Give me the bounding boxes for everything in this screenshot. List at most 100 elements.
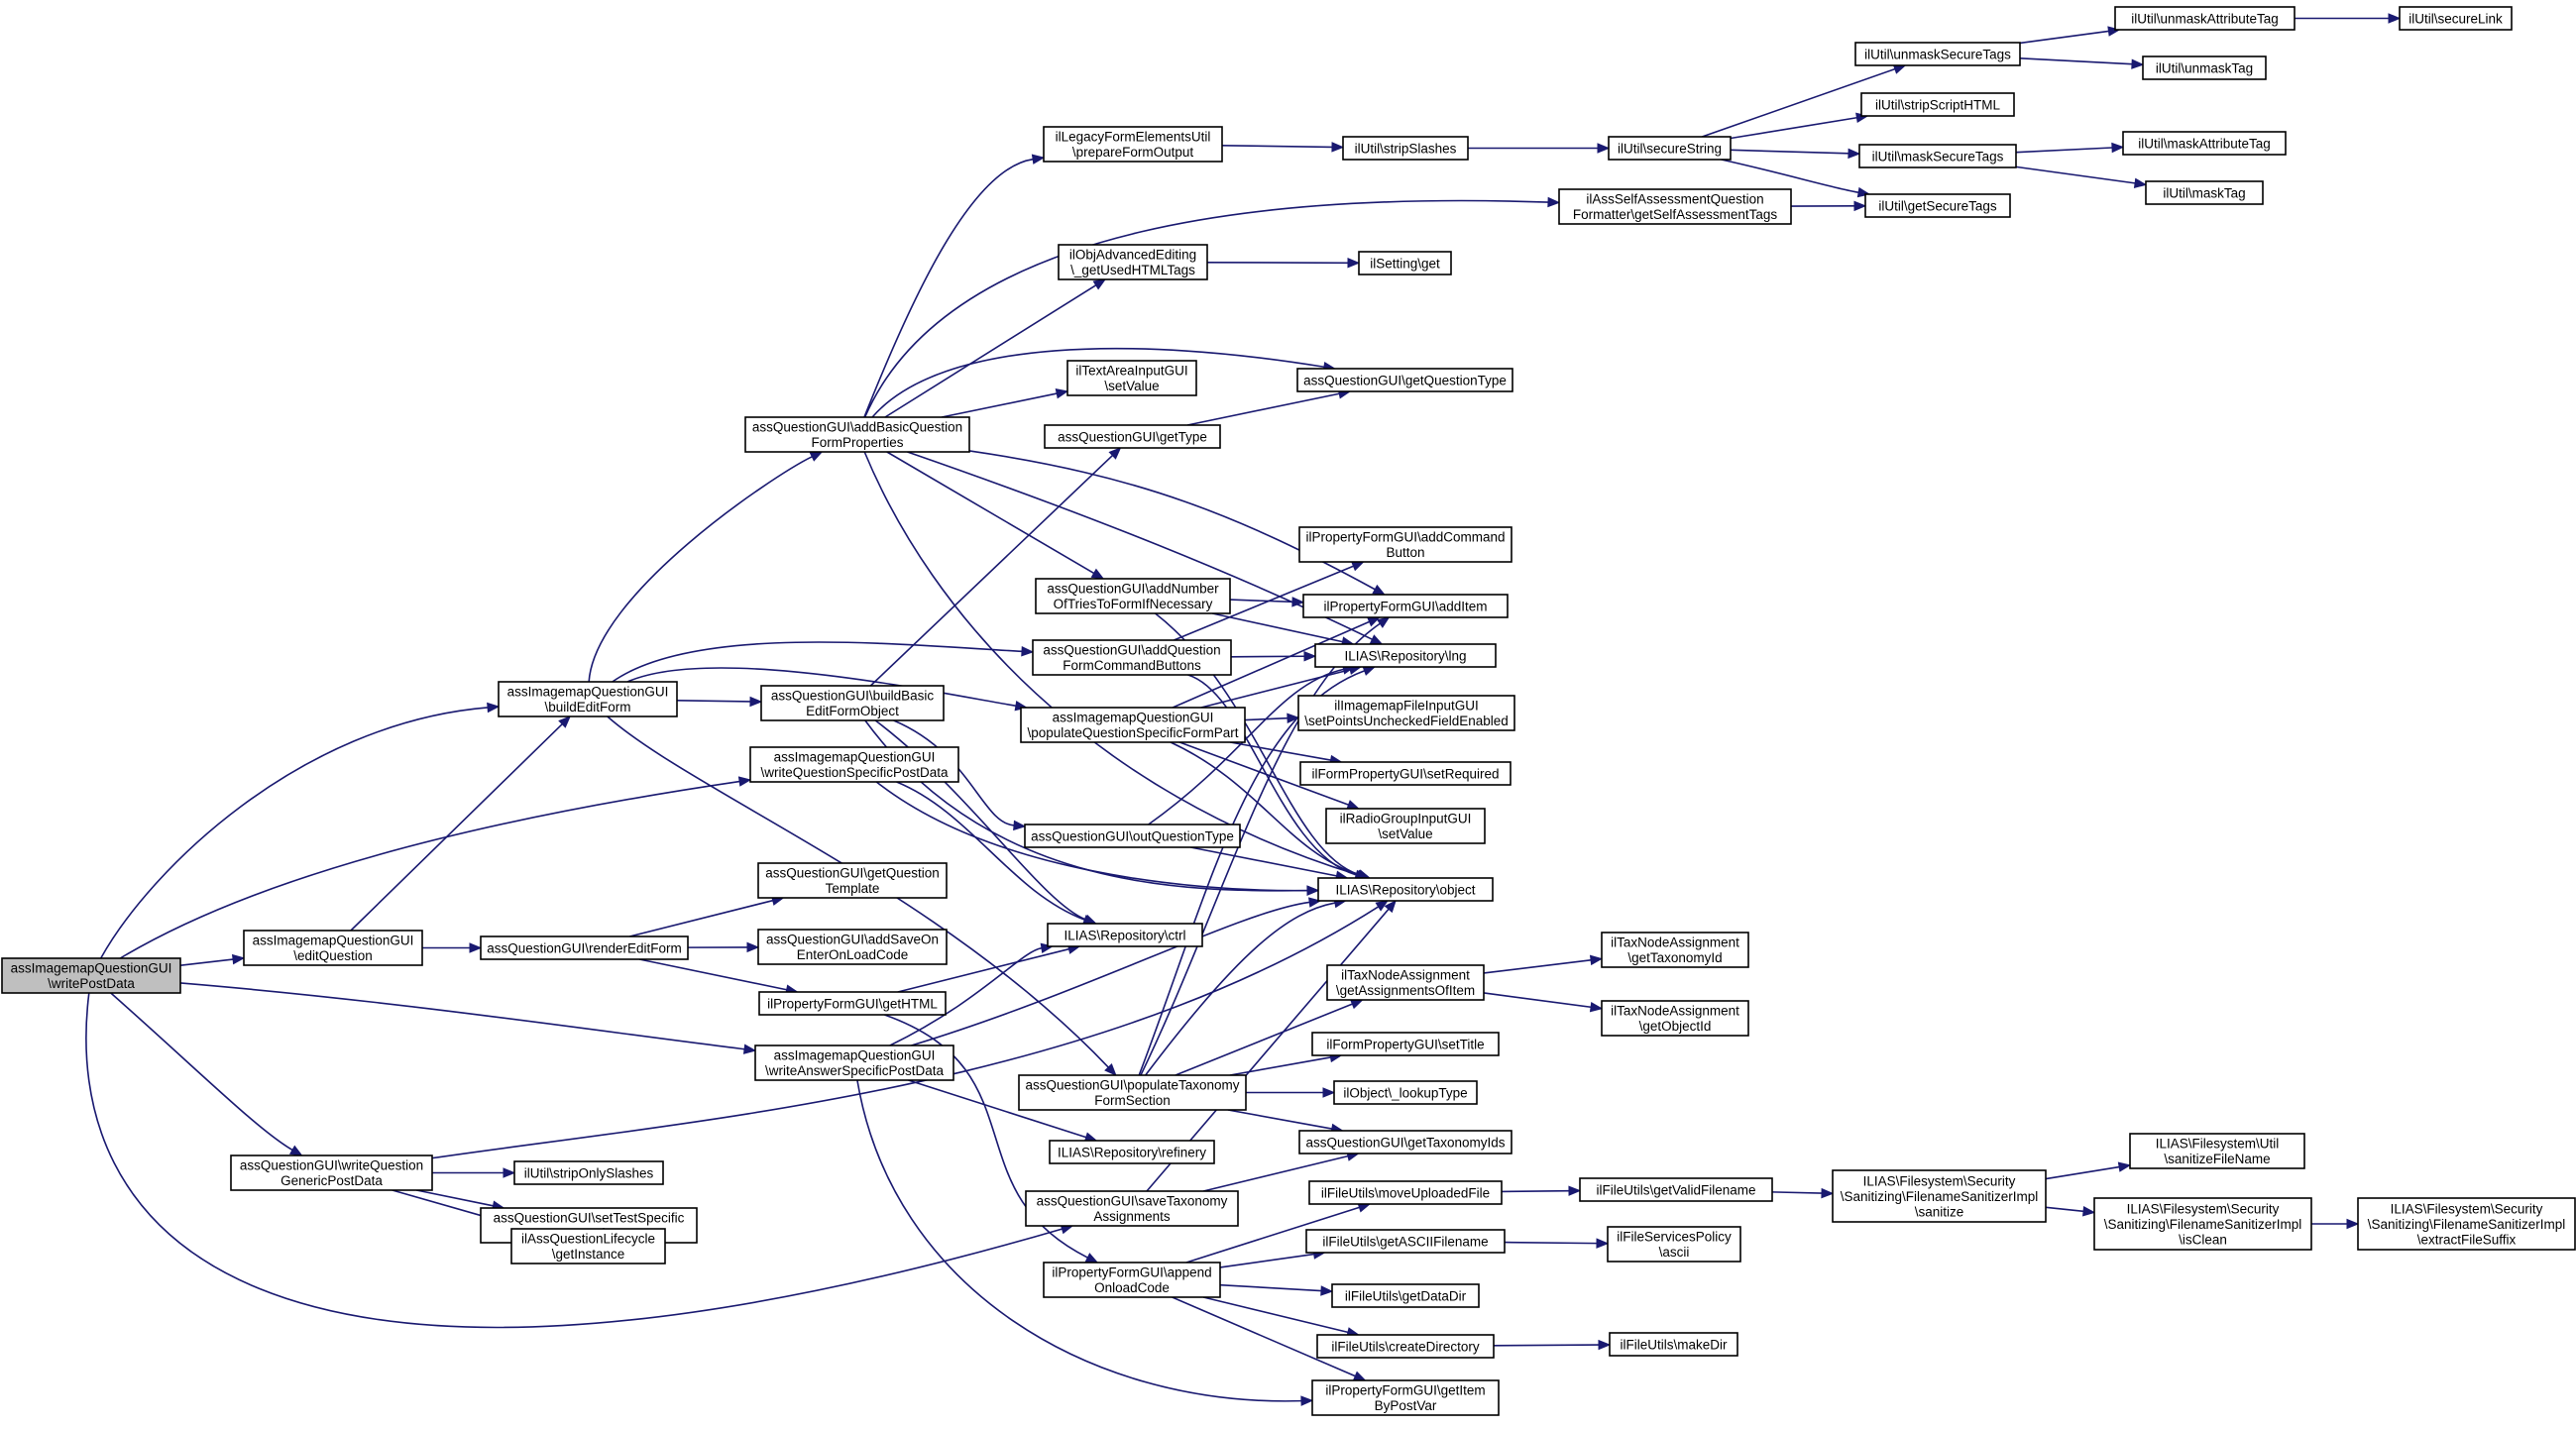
graph-node[interactable]: ilUtil\unmaskAttributeTag — [2114, 6, 2296, 31]
edge-line — [871, 347, 1325, 418]
graph-node[interactable]: ilTaxNodeAssignment\getTaxonomyId — [1601, 932, 1749, 968]
graph-node[interactable]: assImagemapQuestionGUI\editQuestion — [243, 930, 423, 966]
node-box — [480, 935, 689, 960]
edge-line — [1206, 261, 1349, 265]
graph-node[interactable]: ilRadioGroupInputGUI\setValue — [1325, 808, 1486, 844]
graph-node[interactable]: assQuestionGUI\addNumberOfTriesToFormIfN… — [1035, 578, 1231, 614]
graph-node[interactable]: ilUtil\secureString — [1608, 136, 1732, 161]
graph-node[interactable]: assQuestionGUI\getType — [1044, 424, 1221, 449]
node-label-line: ilTaxNodeAssignment — [1341, 968, 1470, 983]
graph-node[interactable]: ilUtil\stripOnlySlashes — [513, 1160, 664, 1185]
graph-node[interactable]: ilFileUtils\makeDir — [1609, 1332, 1738, 1357]
graph-node[interactable]: ILIAS\Repository\refinery — [1049, 1140, 1215, 1164]
graph-node[interactable]: assQuestionGUI\renderEditForm — [480, 935, 689, 960]
graph-node[interactable]: assQuestionGUI\addQuestionFormCommandBut… — [1032, 639, 1232, 676]
graph-node[interactable]: ilObject\_lookupType — [1333, 1080, 1478, 1105]
graph-node[interactable]: ilUtil\stripScriptHTML — [1860, 92, 2015, 117]
node-label-line: ilSetting\get — [1370, 256, 1440, 271]
edge-line — [893, 719, 1015, 826]
graph-node[interactable]: ILIAS\Filesystem\Util\sanitizeFileName — [2129, 1133, 2305, 1169]
node-label-line: assQuestionGUI\buildBasic — [771, 689, 935, 704]
graph-node[interactable]: ilUtil\maskTag — [2145, 180, 2264, 205]
graph-node[interactable]: ILIAS\Repository\ctrl — [1047, 923, 1203, 947]
node-label-line: ILIAS\Filesystem\Util — [2156, 1137, 2280, 1152]
graph-node[interactable]: ILIAS\Repository\lng — [1314, 643, 1497, 668]
graph-node[interactable]: assQuestionGUI\addBasicQuestionFormPrope… — [744, 416, 970, 453]
graph-node[interactable]: assQuestionGUI\outQuestionType — [1024, 824, 1241, 848]
graph-node[interactable]: ilObjAdvancedEditing\_getUsedHTMLTags — [1058, 244, 1208, 280]
edge-addBasicQFP-to-getUsedHTMLTags — [884, 278, 1107, 418]
graph-node[interactable]: ilFileUtils\getValidFilename — [1579, 1177, 1773, 1202]
graph-node[interactable]: ilUtil\getSecureTags — [1864, 193, 2011, 218]
graph-node[interactable]: ilSetting\get — [1358, 251, 1452, 275]
graph-node[interactable]: ILIAS\Filesystem\Security\Sanitizing\Fil… — [2357, 1197, 2576, 1251]
graph-node[interactable]: ilTaxNodeAssignment\getObjectId — [1601, 1000, 1749, 1037]
node-label-line: \buildEditForm — [544, 700, 630, 714]
edge-line — [2045, 1165, 2120, 1180]
node-label-line: OfTriesToFormIfNecessary — [1054, 597, 1213, 611]
graph-node[interactable]: ilImagemapFileInputGUI\setPointsUnchecke… — [1297, 695, 1515, 731]
node-box — [1558, 188, 1792, 225]
node-label-line: ILIAS\Filesystem\Security — [2391, 1201, 2543, 1216]
graph-node[interactable]: ilFileUtils\getDataDir — [1331, 1283, 1480, 1308]
graph-node[interactable]: ilFileUtils\getASCIIFilename — [1305, 1229, 1506, 1254]
graph-node[interactable]: ilUtil\secureLink — [2399, 6, 2513, 31]
arrowhead — [1104, 1063, 1117, 1076]
graph-node[interactable]: ILIAS\Repository\object — [1317, 877, 1494, 902]
node-box — [2399, 6, 2513, 31]
graph-node[interactable]: assQuestionGUI\writeQuestionGenericPostD… — [230, 1154, 433, 1191]
edge-line — [1212, 612, 1343, 643]
node-label-line: \editQuestion — [293, 948, 373, 963]
graph-node[interactable]: assQuestionGUI\getQuestionType — [1296, 368, 1513, 392]
node-label-line: ByPostVar — [1375, 1398, 1437, 1413]
node-label-line: \writePostData — [48, 976, 135, 991]
graph-node[interactable]: assImagemapQuestionGUI\writeAnswerSpecif… — [754, 1044, 954, 1081]
node-label-line: assQuestionGUI\setTestSpecific — [494, 1211, 685, 1226]
node-box — [760, 685, 945, 721]
graph-node[interactable]: ilTextAreaInputGUI\setValue — [1066, 360, 1197, 396]
graph-node[interactable]: ilLegacyFormElementsUtil\prepareFormOutp… — [1043, 126, 1223, 163]
graph-node[interactable]: ilFileServicesPolicy\ascii — [1607, 1226, 1741, 1263]
edge-isClean-to-extractFileSuffix — [2311, 1218, 2360, 1230]
graph-node[interactable]: ilPropertyFormGUI\getHTML — [758, 991, 947, 1016]
graph-node[interactable]: ilFormPropertyGUI\setTitle — [1311, 1032, 1500, 1056]
node-box — [1032, 639, 1232, 676]
edge-line — [1229, 1056, 1331, 1076]
graph-node[interactable]: assQuestionGUI\getTaxonomyIds — [1298, 1130, 1512, 1154]
node-box — [243, 930, 423, 966]
node-label-line: EnterOnLoadCode — [797, 947, 909, 962]
node-label-line: ilUtil\maskSecureTags — [1872, 149, 2004, 164]
graph-node[interactable]: ilUtil\maskSecureTags — [1858, 144, 2017, 168]
node-label-line: ilPropertyFormGUI\getItem — [1325, 1383, 1485, 1398]
graph-node[interactable]: assImagemapQuestionGUI\writeQuestionSpec… — [749, 746, 959, 783]
node-label-line: \writeAnswerSpecificPostData — [765, 1063, 945, 1078]
graph-node[interactable]: ILIAS\Filesystem\Security\Sanitizing\Fil… — [2093, 1197, 2312, 1251]
graph-node[interactable]: assImagemapQuestionGUI\populateQuestionS… — [1020, 707, 1246, 743]
arrowhead — [1308, 897, 1322, 908]
graph-node[interactable]: ILIAS\Filesystem\Security\Sanitizing\Fil… — [1832, 1169, 2047, 1223]
graph-node[interactable]: ilAssSelfAssessmentQuestionFormatter\get… — [1558, 188, 1792, 225]
edge-line — [179, 958, 234, 966]
graph-node[interactable]: ilAssQuestionLifecycle\getInstance — [510, 1228, 666, 1264]
graph-node[interactable]: ilFormPropertyGUI\setRequired — [1299, 761, 1512, 786]
graph-node[interactable]: assImagemapQuestionGUI\buildEditForm — [498, 681, 678, 717]
graph-node[interactable]: ilUtil\maskAttributeTag — [2122, 131, 2287, 156]
node-box — [513, 1160, 664, 1185]
edge-renderEditForm-to-addSaveOnEnter — [687, 941, 760, 953]
graph-node[interactable]: ilFileUtils\createDirectory — [1316, 1334, 1495, 1359]
graph-node[interactable]: ilFileUtils\moveUploadedFile — [1308, 1180, 1503, 1205]
graph-node[interactable]: ilUtil\unmaskSecureTags — [1854, 42, 2021, 66]
node-label-line: ilFileUtils\makeDir — [1620, 1337, 1728, 1352]
graph-node[interactable]: ilUtil\stripSlashes — [1342, 136, 1469, 161]
graph-node[interactable]: ilTaxNodeAssignment\getAssignmentsOfItem — [1326, 964, 1485, 1001]
graph-node[interactable]: assQuestionGUI\populateTaxonomyFormSecti… — [1018, 1074, 1247, 1111]
graph-node[interactable]: ilPropertyFormGUI\addItem — [1302, 594, 1509, 618]
graph-node[interactable]: ilUtil\unmaskTag — [2142, 55, 2267, 80]
